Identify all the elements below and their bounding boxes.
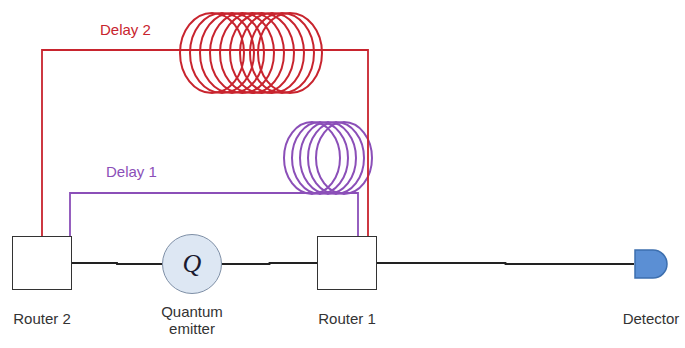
delay-2-coil bbox=[180, 13, 322, 93]
detector-symbol: Detector bbox=[634, 249, 668, 279]
delay-line bbox=[70, 193, 358, 236]
router-box: Router 2 bbox=[12, 236, 72, 290]
delay-label: Delay 2 bbox=[100, 21, 151, 38]
node-label: Router 2 bbox=[13, 310, 71, 327]
router-box-outline bbox=[317, 236, 377, 290]
router-box-outline bbox=[12, 236, 72, 290]
quantum-emitter-circle: QQuantum emitter bbox=[162, 234, 222, 294]
delay-label: Delay 1 bbox=[106, 163, 157, 180]
node-label: Quantum emitter bbox=[152, 303, 232, 337]
optical-link bbox=[72, 263, 162, 264]
router-box: Router 1 bbox=[317, 236, 377, 290]
delay-line bbox=[42, 50, 368, 236]
emitter-symbol: Q bbox=[162, 234, 222, 294]
optical-link bbox=[377, 263, 634, 264]
delay-1-coil bbox=[284, 122, 372, 194]
node-label: Router 1 bbox=[318, 310, 376, 327]
detector-symbol-outline bbox=[634, 249, 668, 279]
optical-link bbox=[222, 263, 317, 264]
node-label: Detector bbox=[623, 310, 680, 327]
